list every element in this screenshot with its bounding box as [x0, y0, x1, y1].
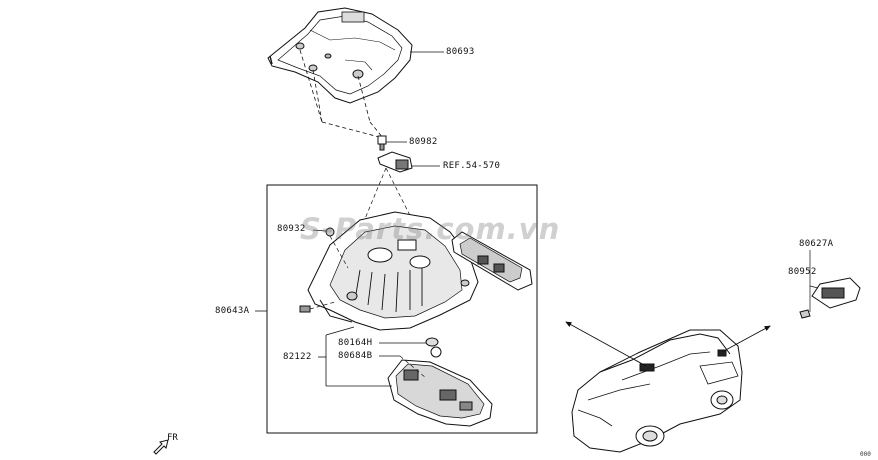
part-label-80952[interactable]: 80952: [788, 267, 817, 277]
switch-part-ref: [377, 151, 440, 173]
front-direction-arrow-icon: [153, 439, 169, 455]
cover-part-80693: [267, 7, 413, 104]
part-label-80684B[interactable]: 80684B: [338, 351, 373, 361]
ref-label-54-570[interactable]: REF.54-570: [443, 161, 501, 171]
map-lamp-part-80627A: [799, 250, 861, 319]
part-label-82122[interactable]: 82122: [283, 352, 312, 362]
lamp-part-80684B: [379, 355, 493, 427]
leader-lines: [299, 49, 444, 139]
vehicle-illustration: [571, 329, 743, 453]
diagram-code: 000: [860, 451, 871, 458]
clip-part-80982: [377, 135, 407, 151]
front-direction-label: FR: [167, 433, 178, 443]
leader-82122: [318, 326, 392, 387]
clip-part-80932: [312, 227, 349, 269]
part-label-80982[interactable]: 80982: [409, 137, 438, 147]
watermark: S-Parts.com.vn: [300, 212, 561, 246]
location-arrows: [565, 321, 771, 367]
console-part-80643A: [307, 211, 479, 331]
part-label-80643A[interactable]: 80643A: [215, 306, 250, 316]
bulb-part-80164H: [379, 337, 442, 358]
part-label-80627A[interactable]: 80627A: [799, 239, 834, 249]
part-label-80164H[interactable]: 80164H: [338, 338, 373, 348]
assembly-frame: [266, 184, 538, 434]
part-label-80693[interactable]: 80693: [446, 47, 475, 57]
part-label-80932[interactable]: 80932: [277, 224, 306, 234]
lamp-unit: [451, 231, 533, 291]
screw-part: [299, 301, 336, 313]
